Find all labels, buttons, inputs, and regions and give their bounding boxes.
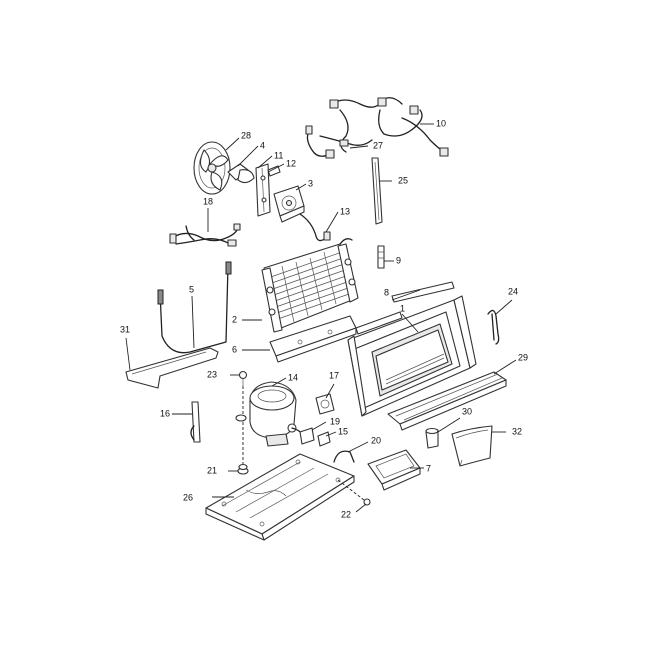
callout-16: 16	[160, 408, 170, 418]
part-small-plug	[377, 245, 385, 269]
callout-4: 4	[260, 140, 265, 150]
callout-31: 31	[120, 324, 130, 334]
callout-11: 11	[274, 150, 283, 160]
callout-25: 25	[398, 175, 408, 185]
part-fan-motor-bracket	[227, 163, 281, 217]
callout-2: 2	[232, 314, 237, 324]
part-front-frame	[347, 295, 477, 417]
part-grommet-bottom	[237, 463, 249, 475]
part-fan-housing	[273, 185, 305, 223]
callout-labels: 1 2 3 4 5 6 7 8 9 10 11 12 13 14 15 16 1…	[120, 118, 528, 519]
callout-24: 24	[508, 286, 518, 296]
part-top-tube	[355, 281, 455, 335]
callout-12: 12	[286, 158, 296, 168]
part-main-wire-harness	[305, 97, 449, 159]
part-start-device	[190, 401, 201, 443]
callout-13: 13	[340, 206, 350, 216]
part-mount-grommet	[235, 414, 247, 422]
part-screw-base	[363, 498, 371, 506]
callout-6: 6	[232, 344, 237, 354]
part-fan-wire	[299, 213, 331, 242]
callout-10: 10	[436, 118, 446, 128]
part-bracket-cover	[451, 425, 493, 467]
callout-9: 9	[396, 255, 401, 265]
callout-3: 3	[308, 178, 313, 188]
callout-17: 17	[329, 370, 339, 380]
callout-14: 14	[288, 372, 298, 382]
callout-27: 27	[373, 140, 383, 150]
part-drain-rod	[371, 157, 383, 225]
callout-26: 26	[183, 492, 193, 502]
callout-29: 29	[518, 352, 528, 362]
part-wire-harness-left	[169, 223, 241, 247]
part-base-plate	[205, 453, 355, 541]
callout-20: 20	[371, 435, 381, 445]
part-compressor	[249, 381, 305, 447]
callout-7: 7	[426, 463, 431, 473]
leader-lines	[125, 123, 517, 513]
callout-32: 32	[512, 426, 522, 436]
callout-23: 23	[207, 369, 217, 379]
part-lower-grille	[387, 371, 507, 431]
part-drain-pan	[367, 449, 421, 491]
part-screw-top	[238, 370, 248, 386]
callout-8: 8	[384, 287, 389, 297]
callout-18: 18	[203, 196, 213, 206]
callout-22: 22	[341, 509, 351, 519]
callout-1: 1	[400, 303, 405, 313]
callout-21: 21	[207, 465, 217, 475]
callout-5: 5	[189, 284, 194, 294]
part-clip-tube	[487, 309, 500, 345]
callout-30: 30	[462, 406, 472, 416]
part-connector	[299, 427, 331, 447]
part-relay	[315, 393, 335, 415]
part-condenser-fan-blade	[193, 141, 231, 195]
callout-15: 15	[338, 426, 348, 436]
part-condenser-coil	[261, 238, 359, 333]
part-tube-bend	[333, 450, 355, 463]
callout-28: 28	[241, 130, 251, 140]
part-cap	[425, 427, 439, 449]
part-heater-rod	[157, 261, 232, 354]
callout-19: 19	[330, 416, 340, 426]
part-bracket-bar	[125, 347, 219, 389]
